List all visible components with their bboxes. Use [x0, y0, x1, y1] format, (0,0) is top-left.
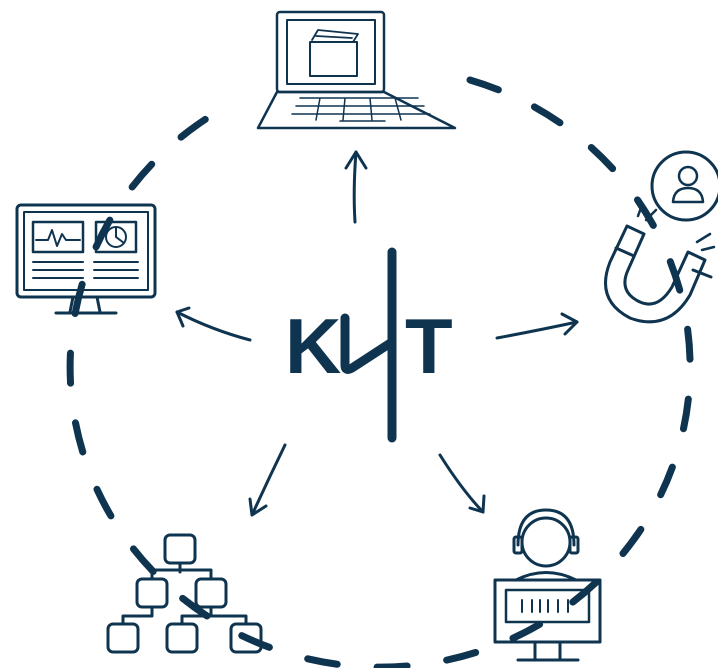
dashed-ring — [66, 76, 694, 668]
center-logo: K T — [285, 247, 453, 443]
arrow-to-dashboard — [175, 306, 252, 342]
arrow-to-support — [438, 453, 486, 514]
headset-agent-icon — [493, 508, 602, 662]
arrow-to-laptop — [344, 150, 368, 224]
org-chart-icon — [106, 533, 263, 654]
logo-center-glyph — [340, 247, 397, 443]
laptop-folder-icon — [256, 10, 457, 130]
arrow-to-hierarchy — [248, 443, 287, 517]
monitor-dashboard-icon — [15, 203, 157, 315]
arrow-to-magnet — [495, 312, 579, 340]
logo-letter-right: T — [405, 302, 453, 390]
arrows — [175, 150, 579, 517]
magnet-attract-user-icon — [604, 150, 718, 324]
logo-letter-left: K — [285, 302, 341, 390]
